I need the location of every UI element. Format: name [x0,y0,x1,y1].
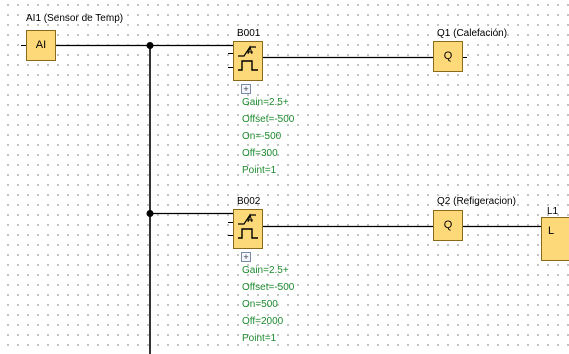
b001-param-on: On=-500 [242,131,282,142]
junction-dot-top [146,42,154,49]
b002-params: Gain=2.5+ Offset=-500 On=500 Off=2000 Po… [242,262,294,347]
b002-param-point: Point=1 [242,333,277,344]
l1-block[interactable]: L [541,217,569,261]
junction-dot-bottom [146,210,154,217]
q1-output-connector [463,57,467,58]
q1-block[interactable]: Q [433,41,463,72]
b001-input-connector-3 [228,67,233,68]
b001-expand-plus-icon[interactable]: + [241,84,251,94]
b002-param-gain: Gain=2.5+ [242,265,289,276]
q2-symbol: Q [443,219,453,231]
b001-params: Gain=2.5+ Offset=-500 On=-500 Off=300 Po… [242,94,294,179]
b001-param-offset: Offset=-500 [242,114,295,125]
b001-title: B001 [237,28,261,39]
l1-symbol: L [548,225,555,237]
q2-title: Q2 (Refigeracion) [437,196,516,207]
b002-input-connector-3 [228,235,233,236]
b001-param-point: Point=1 [242,165,277,176]
analog-threshold-trigger-icon [238,45,258,71]
q1-title: Q1 (Calefación) [437,28,508,39]
b002-block[interactable] [233,209,263,249]
b002-title: B002 [237,196,261,207]
ai1-symbol: AI [35,39,47,51]
b001-param-gain: Gain=2.5+ [242,97,289,108]
b001-input-connector-2 [228,53,233,54]
b002-param-offset: Offset=-500 [242,282,295,293]
ai1-block[interactable]: AI [26,30,56,61]
b002-input-connector-2 [228,222,233,223]
ai1-title: AI1 (Sensor de Temp) [26,13,124,24]
l1-title: L1 [547,206,559,217]
b002-expand-plus-icon[interactable]: + [241,252,251,262]
q2-block[interactable]: Q [433,210,463,241]
ai1-left-connector [21,45,26,46]
b002-param-on: On=500 [242,299,278,310]
b001-block[interactable] [233,41,263,81]
b002-param-off: Off=2000 [242,316,284,327]
analog-threshold-trigger-icon [238,213,258,239]
b001-param-off: Off=300 [242,148,278,159]
q1-symbol: Q [443,50,453,62]
